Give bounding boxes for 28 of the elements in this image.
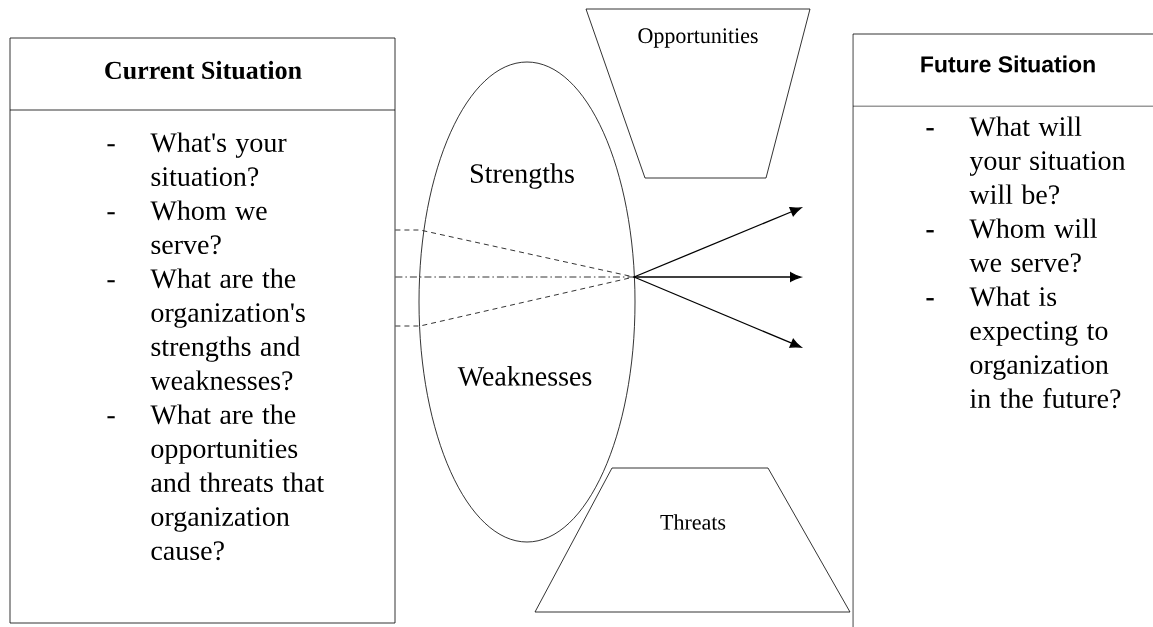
- trapezoid: Opportunities: [585, 8, 811, 179]
- bullet-dash: -: [107, 212, 115, 215]
- list-item: What are the opportunities and threats that organization cause?: [150, 404, 325, 561]
- bullet-dash: -: [926, 298, 934, 301]
- bullet-dash: -: [107, 144, 115, 147]
- arrow: [633, 272, 802, 282]
- list-item: Whom we serve?: [150, 200, 267, 255]
- bullet-dash: -: [926, 128, 934, 131]
- box-heading: Future Situation: [921, 55, 1095, 73]
- list-item: What are the organization's strengths and weaknesses?: [150, 268, 305, 391]
- trapezoid: Threats: [534, 467, 851, 613]
- ellipse: [418, 61, 636, 543]
- connector-line: [395, 276, 635, 327]
- ellipse-label: Strengths: [471, 163, 574, 189]
- box-heading: Current Situation: [105, 60, 302, 80]
- list-item: What's your situation?: [150, 132, 287, 187]
- ellipse-label: Weaknesses: [457, 366, 592, 386]
- situation-box: [9, 37, 396, 624]
- arrow: [633, 276, 802, 348]
- bullet-dash: -: [107, 416, 115, 419]
- connector-line: [395, 276, 635, 278]
- list-item: Whom will we serve?: [969, 218, 1097, 273]
- bullet-dash: -: [926, 230, 934, 233]
- list-item: What is expecting to organization in the future?: [969, 286, 1121, 409]
- arrow: [633, 207, 802, 278]
- situation-box: [852, 33, 1153, 627]
- list-item: What will your situation will be?: [969, 116, 1126, 205]
- bullet-dash: -: [107, 280, 115, 283]
